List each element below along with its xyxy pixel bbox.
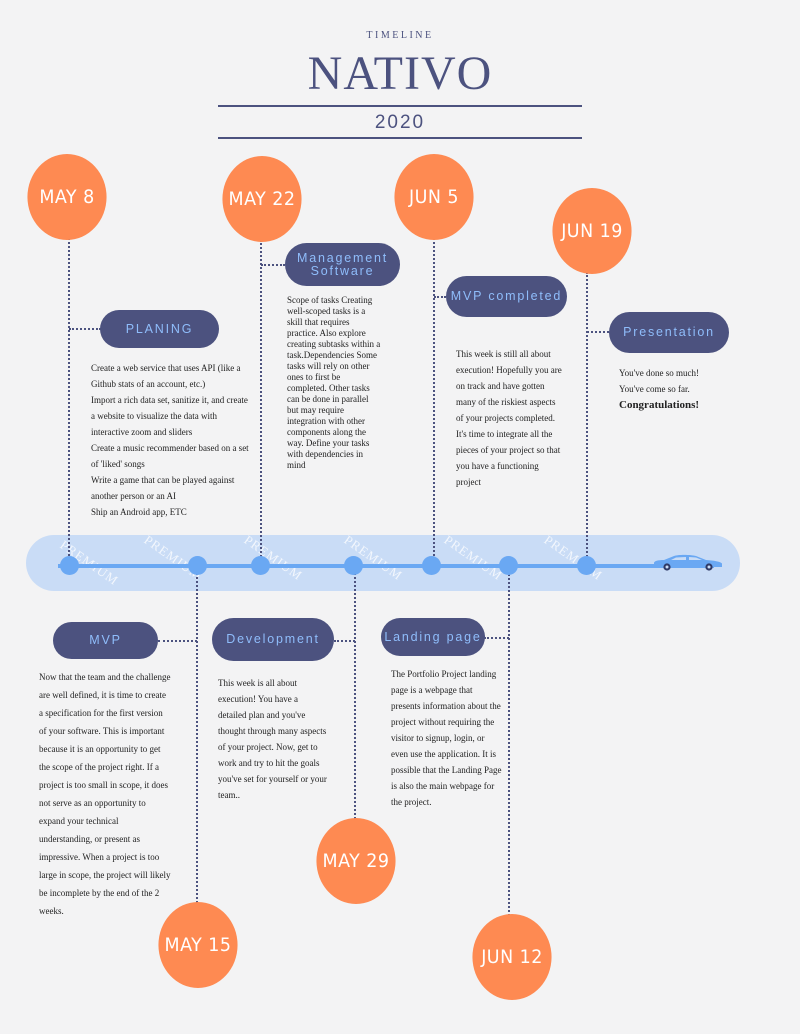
page-title: NATIVO xyxy=(307,47,493,100)
connector-may-22-h xyxy=(261,264,285,266)
description-presentation: You've done so much! You've come so far.… xyxy=(619,365,749,413)
connector-jun-19-h xyxy=(587,331,609,333)
timeline-dot xyxy=(577,556,596,575)
date-circle-jun-19: JUN 19 xyxy=(552,188,632,274)
presentation-line: You've come so far. xyxy=(619,384,690,394)
milestone-pill-presentation: Presentation xyxy=(609,312,729,353)
connector-jun-5 xyxy=(433,238,435,564)
description-planing: Create a web service that uses API (like… xyxy=(91,360,251,520)
timeline-dot xyxy=(251,556,270,575)
date-circle-jun-5: JUN 5 xyxy=(394,154,474,240)
title-rule-bottom xyxy=(218,137,582,139)
timeline-axis xyxy=(58,564,714,568)
timeline-dot xyxy=(422,556,441,575)
timeline-dot xyxy=(499,556,518,575)
planing-item: Write a game that can be played against … xyxy=(91,475,235,501)
header-kicker: TIMELINE xyxy=(366,30,434,41)
connector-may-8-h xyxy=(69,328,101,330)
date-circle-may-22: MAY 22 xyxy=(222,156,302,242)
year-label: 2020 xyxy=(374,112,426,133)
milestone-pill-landing-page: Landing page xyxy=(381,618,485,656)
timeline-band xyxy=(26,535,740,591)
milestone-pill-mvp-completed: MVP completed xyxy=(446,276,567,317)
description-mvp: Now that the team and the challenge are … xyxy=(39,672,171,916)
planing-item: Import a rich data set, sanitize it, and… xyxy=(91,395,248,437)
planing-item: Ship an Android app, ETC xyxy=(91,507,187,517)
connector-may-8 xyxy=(68,238,70,564)
connector-jun-12-h xyxy=(484,637,509,639)
description-development: This week is all about execution! You ha… xyxy=(218,678,327,800)
connector-may-15-h xyxy=(158,640,197,642)
milestone-pill-development: Development xyxy=(212,618,334,661)
connector-may-15 xyxy=(196,566,198,910)
connector-jun-5-h xyxy=(434,296,446,298)
timeline-dot xyxy=(60,556,79,575)
connector-may-29 xyxy=(354,566,356,822)
car-icon xyxy=(654,554,722,571)
date-circle-jun-12: JUN 12 xyxy=(472,914,552,1000)
description-management-software: Scope of tasks Creating well-scoped task… xyxy=(287,295,381,470)
timeline-dot xyxy=(344,556,363,575)
date-circle-may-8: MAY 8 xyxy=(27,154,107,240)
timeline-dot xyxy=(188,556,207,575)
connector-jun-19 xyxy=(586,272,588,564)
connector-jun-12 xyxy=(508,566,510,920)
milestone-pill-management-software: Management Software xyxy=(285,243,400,286)
connector-may-29-h xyxy=(334,640,355,642)
date-circle-may-29: MAY 29 xyxy=(316,818,396,904)
presentation-congrats: Congratulations! xyxy=(619,399,700,411)
connector-may-22 xyxy=(260,240,262,564)
description-landing-page: The Portfolio Project landing page is a … xyxy=(391,669,502,807)
description-mvp-completed: This week is still all about execution! … xyxy=(456,349,562,487)
milestone-pill-mvp: MVP xyxy=(53,622,158,659)
milestone-pill-planing: PLANING xyxy=(100,310,219,348)
date-circle-may-15: MAY 15 xyxy=(158,902,238,988)
planing-item: Create a web service that uses API (like… xyxy=(91,363,241,389)
title-rule-top xyxy=(218,105,582,107)
presentation-line: You've done so much! xyxy=(619,368,699,378)
planing-item: Create a music recommender based on a se… xyxy=(91,443,249,469)
